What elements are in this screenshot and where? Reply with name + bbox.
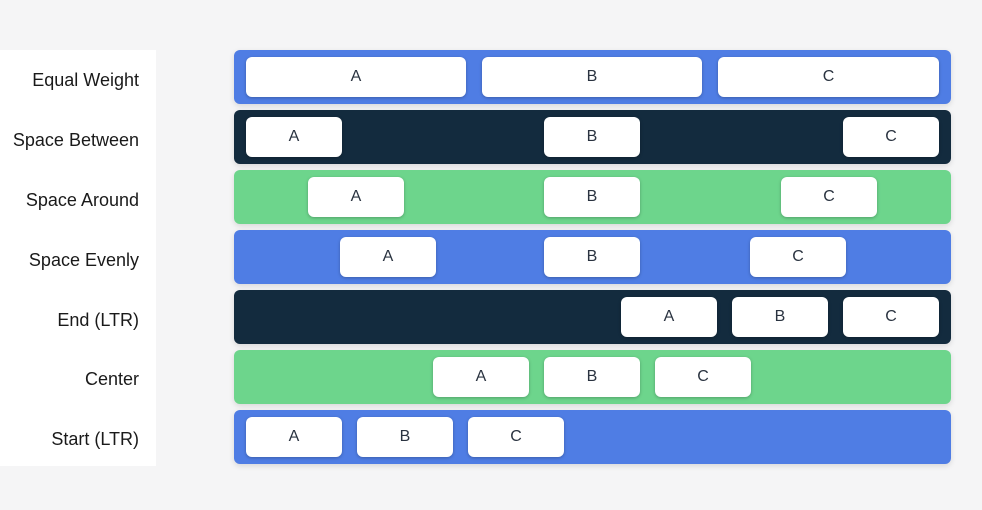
item-c: C [655, 357, 751, 397]
row-space-between: A B C [234, 110, 951, 164]
row-end-ltr: A B C [234, 290, 951, 344]
row-space-evenly: A B C [234, 230, 951, 284]
item-b: B [482, 57, 702, 97]
item-c: C [750, 237, 846, 277]
row-equal-weight: A B C [234, 50, 951, 104]
item-a: A [246, 57, 466, 97]
item-a: A [433, 357, 529, 397]
item-c: C [781, 177, 877, 217]
row-start-ltr: A B C [234, 410, 951, 464]
row-center: A B C [234, 350, 951, 404]
item-b: B [544, 237, 640, 277]
item-b: B [732, 297, 828, 337]
item-a: A [246, 117, 342, 157]
label-panel [0, 50, 156, 466]
item-a: A [308, 177, 404, 217]
item-b: B [544, 177, 640, 217]
row-label-space-evenly: Space Evenly [28, 250, 139, 270]
item-b: B [544, 117, 640, 157]
row-label-space-around: Space Around [25, 190, 139, 210]
item-c: C [718, 57, 939, 97]
row-label-center: Center [84, 369, 139, 389]
item-c: C [843, 117, 939, 157]
row-label-start-ltr: Start (LTR) [51, 429, 139, 449]
item-c: C [468, 417, 564, 457]
item-b: B [544, 357, 640, 397]
item-b: B [357, 417, 453, 457]
item-a: A [621, 297, 717, 337]
item-c: C [843, 297, 939, 337]
row-space-around: A B C [234, 170, 951, 224]
row-label-end-ltr: End (LTR) [57, 310, 139, 330]
item-a: A [246, 417, 342, 457]
item-a: A [340, 237, 436, 277]
row-label-equal-weight: Equal Weight [32, 70, 139, 90]
row-label-space-between: Space Between [12, 130, 139, 150]
